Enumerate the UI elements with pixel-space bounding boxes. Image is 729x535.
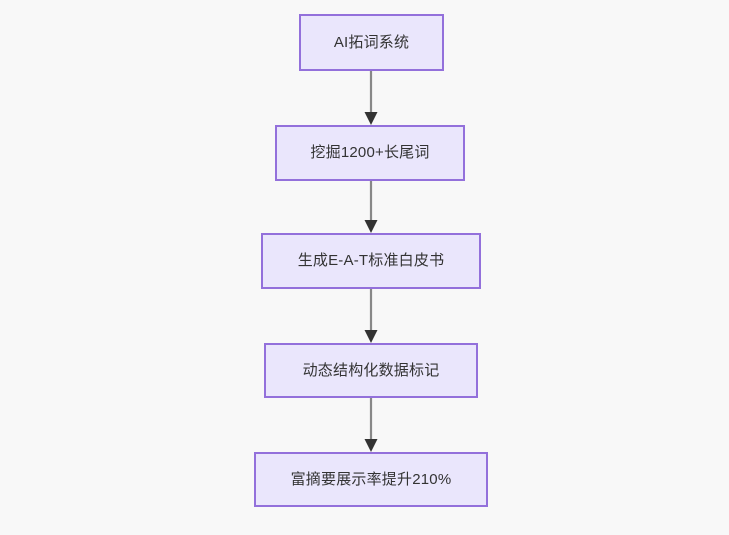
flowchart-node-dynamic-structured-data-markup[interactable]: 动态结构化数据标记	[264, 343, 478, 398]
edge-n3-n4	[364, 398, 378, 452]
arrow-down-icon	[364, 220, 378, 233]
edge-n1-n2	[364, 181, 378, 233]
edge-n2-n3	[364, 289, 378, 343]
flowchart-node-ai-keyword-system[interactable]: AI拓词系统	[299, 14, 444, 71]
arrow-down-icon	[364, 112, 378, 125]
flowchart-node-label: AI拓词系统	[333, 33, 410, 51]
arrow-down-icon	[364, 439, 378, 452]
flowchart-node-label: 挖掘1200+长尾词	[310, 144, 430, 161]
flowchart-node-generate-eat-whitepaper[interactable]: 生成E-A-T标准白皮书	[261, 233, 481, 289]
arrow-down-icon	[364, 330, 378, 343]
flowchart-node-label: 动态结构化数据标记	[302, 361, 440, 379]
flowchart-node-label: 生成E-A-T标准白皮书	[297, 252, 445, 269]
flowchart-node-label: 富摘要展示率提升210%	[290, 470, 452, 488]
flowchart-node-rich-snippet-rate-increase[interactable]: 富摘要展示率提升210%	[254, 452, 488, 507]
flowchart-node-mine-longtail-keywords[interactable]: 挖掘1200+长尾词	[275, 125, 465, 181]
edge-n0-n1	[364, 71, 378, 125]
